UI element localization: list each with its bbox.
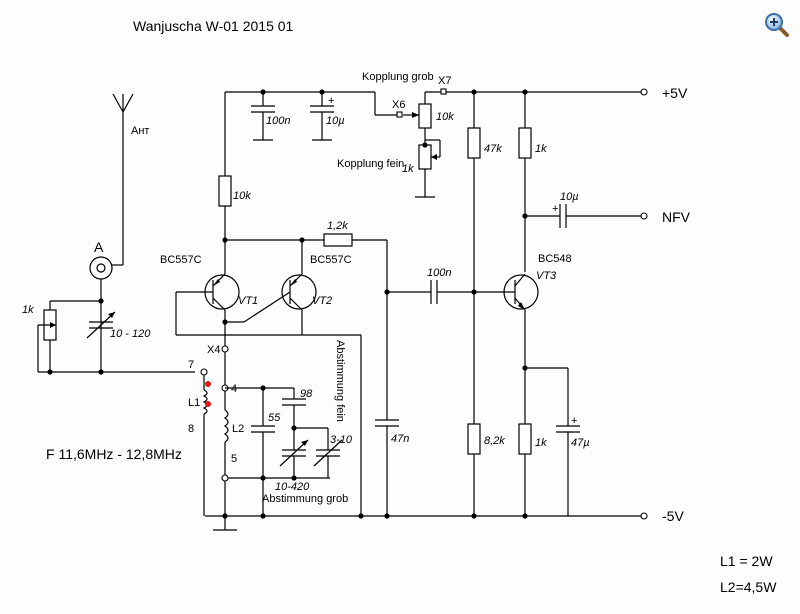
- resistor-1k-emitter: [518, 367, 569, 516]
- pot-kopplung-fein: [415, 139, 441, 198]
- terminal-nfv: [640, 212, 648, 220]
- antenna-var-cap: [86, 311, 116, 339]
- label-x7: X7: [438, 75, 451, 87]
- note-l1: L1 = 2W: [720, 553, 773, 569]
- resistor-8k2: [467, 423, 481, 516]
- label-c10u-nfv: 10µ: [560, 191, 579, 203]
- resistor-47k: [467, 92, 481, 424]
- connector-x4: [221, 345, 229, 353]
- label-pin-7: 7: [188, 359, 194, 371]
- resistor-10k-top: [218, 92, 232, 240]
- label-r47k: 47k: [484, 143, 502, 155]
- label-c98: 98: [300, 388, 313, 400]
- label-kopplung-grob: Kopplung grob: [362, 71, 434, 83]
- tank-bus: [225, 387, 330, 479]
- label-vt1-type: BC557C: [160, 254, 202, 266]
- label-antenna: Ант: [131, 125, 149, 137]
- label-c55: 55: [268, 412, 281, 424]
- pin-7: [200, 368, 208, 376]
- label-nfv: NFV: [662, 209, 691, 225]
- label-x4: X4: [207, 344, 220, 356]
- plus-5v-rail: [225, 91, 642, 116]
- cap-var-10-420: [279, 428, 309, 478]
- pin-5-terminal: [221, 474, 229, 482]
- coil-l1: [202, 375, 208, 516]
- cap-trim-3-10: [313, 428, 343, 478]
- transistor-vt2: [243, 268, 317, 335]
- label-vt1: VT1: [238, 295, 258, 307]
- label-ctrim: 3-10: [330, 434, 353, 446]
- label-l2: L2: [232, 423, 244, 435]
- terminal-minus-5v: [640, 512, 648, 520]
- base-loop: [175, 292, 362, 516]
- label-x6: X6: [392, 99, 405, 111]
- magnifier-plus-icon[interactable]: [762, 10, 790, 38]
- label-vt2-type: BC557C: [310, 254, 352, 266]
- label-c47u: 47µ: [571, 437, 590, 449]
- label-vt3: VT3: [536, 270, 557, 282]
- label-r-1k2: 1,2k: [327, 220, 348, 232]
- label-abstimmung-grob: Abstimmung grob: [262, 493, 348, 505]
- transistor-vt1: [176, 268, 240, 349]
- coil-l2: [223, 391, 229, 516]
- junction-dots: [47, 89, 528, 519]
- label-kopplung-fein: Kopplung fein: [337, 158, 404, 170]
- winding-start-dot-l1: [205, 381, 211, 387]
- label-frequency: F 11,6MHz - 12,8MHz: [46, 446, 182, 462]
- label-abstimmung-fein: Abstimmung fein: [334, 340, 346, 422]
- label-connector-a: A: [94, 239, 104, 255]
- label-pin-5: 5: [231, 453, 237, 465]
- svg-text:+: +: [552, 203, 558, 215]
- label-plus-5v: +5V: [662, 85, 688, 101]
- transistor-vt3: [503, 92, 560, 424]
- cap-100n-coupling: [387, 280, 515, 304]
- label-pot-coupling: 10k: [436, 111, 454, 123]
- note-l2: L2=4,5W: [720, 579, 777, 595]
- cap-47n: [375, 419, 399, 516]
- label-c100n-mid: 100n: [427, 267, 451, 279]
- cap-55: [251, 388, 275, 516]
- label-c47n: 47n: [391, 433, 409, 445]
- antenna-symbol: [112, 93, 134, 266]
- label-vt3-type: BC548: [538, 253, 572, 265]
- label-r1k-top: 1k: [535, 143, 547, 155]
- cap-10u-nfv: +: [552, 203, 641, 228]
- label-r1k-fine: 1k: [402, 163, 414, 175]
- label-c100n-top: 100n: [266, 115, 290, 127]
- label-c10u-top: 10µ: [326, 115, 345, 127]
- terminal-plus-5v: [640, 88, 648, 96]
- label-r1k-bottom: 1k: [535, 437, 547, 449]
- label-l1: L1: [188, 397, 200, 409]
- cap-10u-top: +: [310, 92, 334, 141]
- svg-text:+: +: [571, 415, 577, 427]
- svg-text:+: +: [328, 95, 334, 107]
- antenna-pot-1k: [37, 300, 195, 373]
- connector-x7: [440, 88, 447, 95]
- winding-start-dot-l2: [205, 401, 211, 407]
- label-r1k-antenna: 1k: [22, 304, 34, 316]
- connector-x6: [396, 111, 403, 118]
- cap-100n-top: [251, 92, 275, 141]
- label-r8k2: 8,2k: [484, 435, 505, 447]
- label-minus-5v: -5V: [662, 508, 684, 524]
- cap-98: [282, 388, 328, 429]
- label-cvar-antenna: 10 - 120: [110, 328, 151, 340]
- pot-kopplung-grob: [403, 103, 432, 145]
- label-pin-8: 8: [188, 423, 194, 435]
- label-vt2: VT2: [312, 295, 332, 307]
- label-cvar-main: 10-420: [275, 481, 310, 493]
- cap-47u: +: [556, 415, 580, 516]
- label-pin-4: 4: [231, 383, 237, 395]
- schematic-title: Wanjuscha W-01 2015 01: [133, 18, 294, 34]
- label-r-10k-top: 10k: [233, 190, 251, 202]
